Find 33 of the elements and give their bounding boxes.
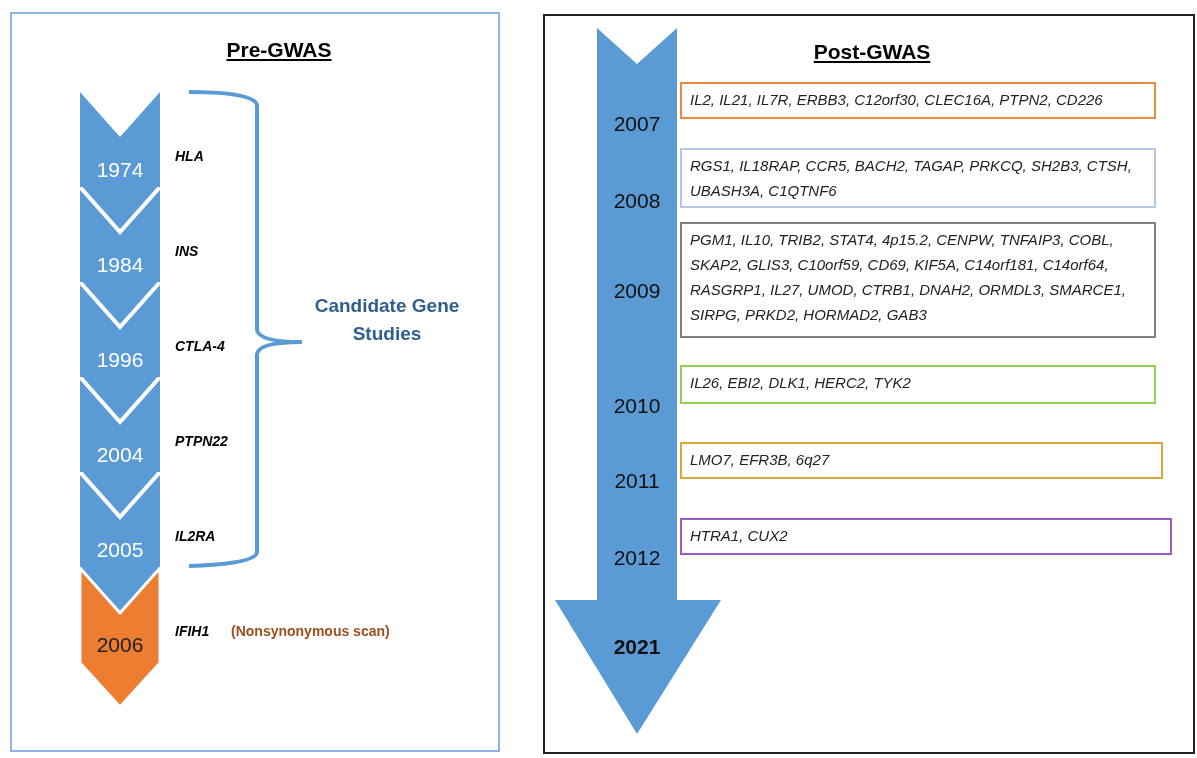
timeline-panel	[10, 12, 500, 752]
gene-label: PTPN22	[175, 433, 228, 449]
year-label: 2011	[613, 469, 661, 493]
year-label: 2008	[612, 189, 662, 213]
chevron-step	[80, 92, 160, 187]
year-label: 2005	[95, 538, 145, 562]
year-label: 2006	[95, 633, 145, 657]
gene-label: IFIH1	[175, 623, 210, 639]
gene-list: HTRA1, CUX2	[680, 518, 1172, 555]
timeline-panel	[543, 14, 1195, 754]
gene-label: IL2RA	[175, 528, 216, 544]
gene-list: IL2, IL21, IL7R, ERBB3, C12orf30, CLEC16A, PTPN2, CD226	[680, 82, 1156, 119]
gene-list: IL26, EBI2, DLK1, HERC2, TYK2	[680, 365, 1156, 404]
year-label: 2007	[612, 112, 662, 136]
chevron-step	[80, 567, 160, 708]
year-label: 2009	[612, 279, 662, 303]
gene-label: INS	[175, 243, 199, 259]
bracket-label: Candidate Gene Studies	[313, 294, 461, 346]
year-label: 1996	[95, 348, 145, 372]
year-label: 1984	[95, 253, 145, 277]
annotation-text: (Nonsynonymous scan)	[231, 623, 390, 639]
year-label: 2004	[95, 443, 145, 467]
gene-list: PGM1, IL10, TRIB2, STAT4, 4p15.2, CENPW, TNFAIP3, COBL, SKAP2, GLIS3, C10orf59, CD69, KIF5A, C14orf181, C14orf64, RASGRP1, IL27, UMOD, CTRB1, DNAH2, ORMDL3, SMARCE1, SIRPG, PRKD2, HORMAD2, GAB3	[680, 222, 1156, 338]
gene-list: RGS1, IL18RAP, CCR5, BACH2, TAGAP, PRKCQ, SH2B3, CTSH, UBASH3A, C1QTNF6	[680, 148, 1156, 208]
gene-label: HLA	[175, 148, 204, 164]
panel-heading: Post-GWAS	[813, 40, 931, 64]
gene-label: CTLA-4	[175, 338, 225, 354]
year-label: 2012	[612, 546, 662, 570]
year-label: 1974	[95, 158, 145, 182]
panel-heading: Pre-GWAS	[226, 38, 332, 62]
year-label: 2010	[612, 394, 662, 418]
gene-list: LMO7, EFR3B, 6q27	[680, 442, 1163, 479]
year-label: 2021	[612, 635, 662, 659]
